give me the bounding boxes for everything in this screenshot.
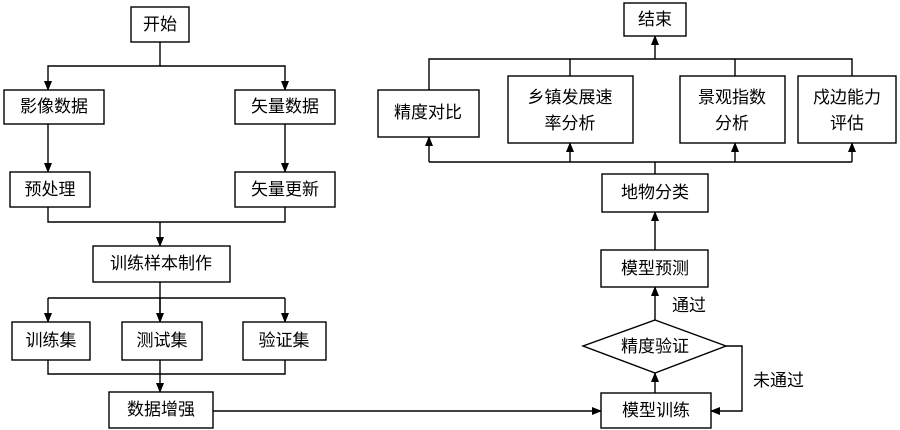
node-valid-set: 验证集 (242, 321, 327, 361)
node-start-label: 开始 (143, 15, 177, 35)
node-township-line2: 率分析 (545, 114, 596, 134)
node-preprocess-label: 预处理 (25, 180, 76, 200)
node-vector-data: 矢量数据 (234, 89, 336, 125)
node-landscape-line2: 分析 (715, 114, 749, 134)
node-image-data: 影像数据 (3, 89, 105, 125)
edge-landcover-bus (429, 161, 852, 174)
edge-check-fail-loop (710, 345, 743, 415)
node-landscape-analysis: 景观指数 分析 (679, 75, 786, 144)
node-train-set: 训练集 (11, 321, 91, 361)
edge-label-fail: 未通过 (753, 371, 804, 391)
node-accuracy-compare: 精度对比 (377, 89, 480, 138)
node-accuracy-compare-label: 精度对比 (394, 103, 462, 123)
node-image-data-label: 影像数据 (20, 97, 88, 117)
node-vector-data-label: 矢量数据 (251, 97, 319, 117)
node-defense-line2: 评估 (830, 114, 864, 134)
node-start: 开始 (130, 6, 190, 43)
node-model-predict-label: 模型预测 (621, 259, 689, 279)
edge-sample-sets (48, 282, 285, 322)
node-model-train-label: 模型训练 (622, 401, 690, 421)
node-sample-making-label: 训练样本制作 (110, 254, 212, 274)
edge-start-split (44, 42, 161, 91)
node-accuracy-check: 精度验证 (580, 319, 729, 374)
connectors (44, 36, 856, 415)
node-township-line1: 乡镇发展速 (528, 88, 613, 108)
edge-label-pass: 通过 (672, 296, 706, 316)
node-township-analysis: 乡镇发展速 率分析 (507, 75, 634, 144)
edge-start-vector (160, 65, 289, 91)
node-defense-assessment: 戍边能力 评估 (797, 75, 897, 144)
node-model-train: 模型训练 (600, 392, 712, 429)
node-sample-making: 训练样本制作 (92, 245, 231, 283)
node-end: 结束 (623, 2, 687, 37)
node-defense-line1: 戍边能力 (813, 88, 881, 108)
node-vector-update-label: 矢量更新 (251, 180, 319, 200)
edge-merge-sample (47, 207, 286, 246)
node-augment: 数据增强 (108, 391, 214, 429)
node-test-set: 测试集 (121, 321, 203, 361)
node-landcover-label: 地物分类 (621, 183, 689, 203)
node-landcover: 地物分类 (601, 173, 709, 213)
edge-analyses-end (428, 36, 853, 90)
node-model-predict: 模型预测 (600, 249, 709, 288)
node-train-set-label: 训练集 (26, 331, 77, 351)
node-test-set-label: 测试集 (137, 331, 188, 351)
node-accuracy-check-label: 精度验证 (621, 337, 689, 357)
node-valid-set-label: 验证集 (259, 331, 310, 351)
node-augment-label: 数据增强 (127, 400, 195, 420)
node-preprocess: 预处理 (9, 171, 91, 208)
node-vector-update: 矢量更新 (234, 171, 336, 208)
node-end-label: 结束 (638, 10, 672, 30)
edge-sets-merge (47, 360, 286, 392)
node-landscape-line1: 景观指数 (698, 88, 766, 108)
